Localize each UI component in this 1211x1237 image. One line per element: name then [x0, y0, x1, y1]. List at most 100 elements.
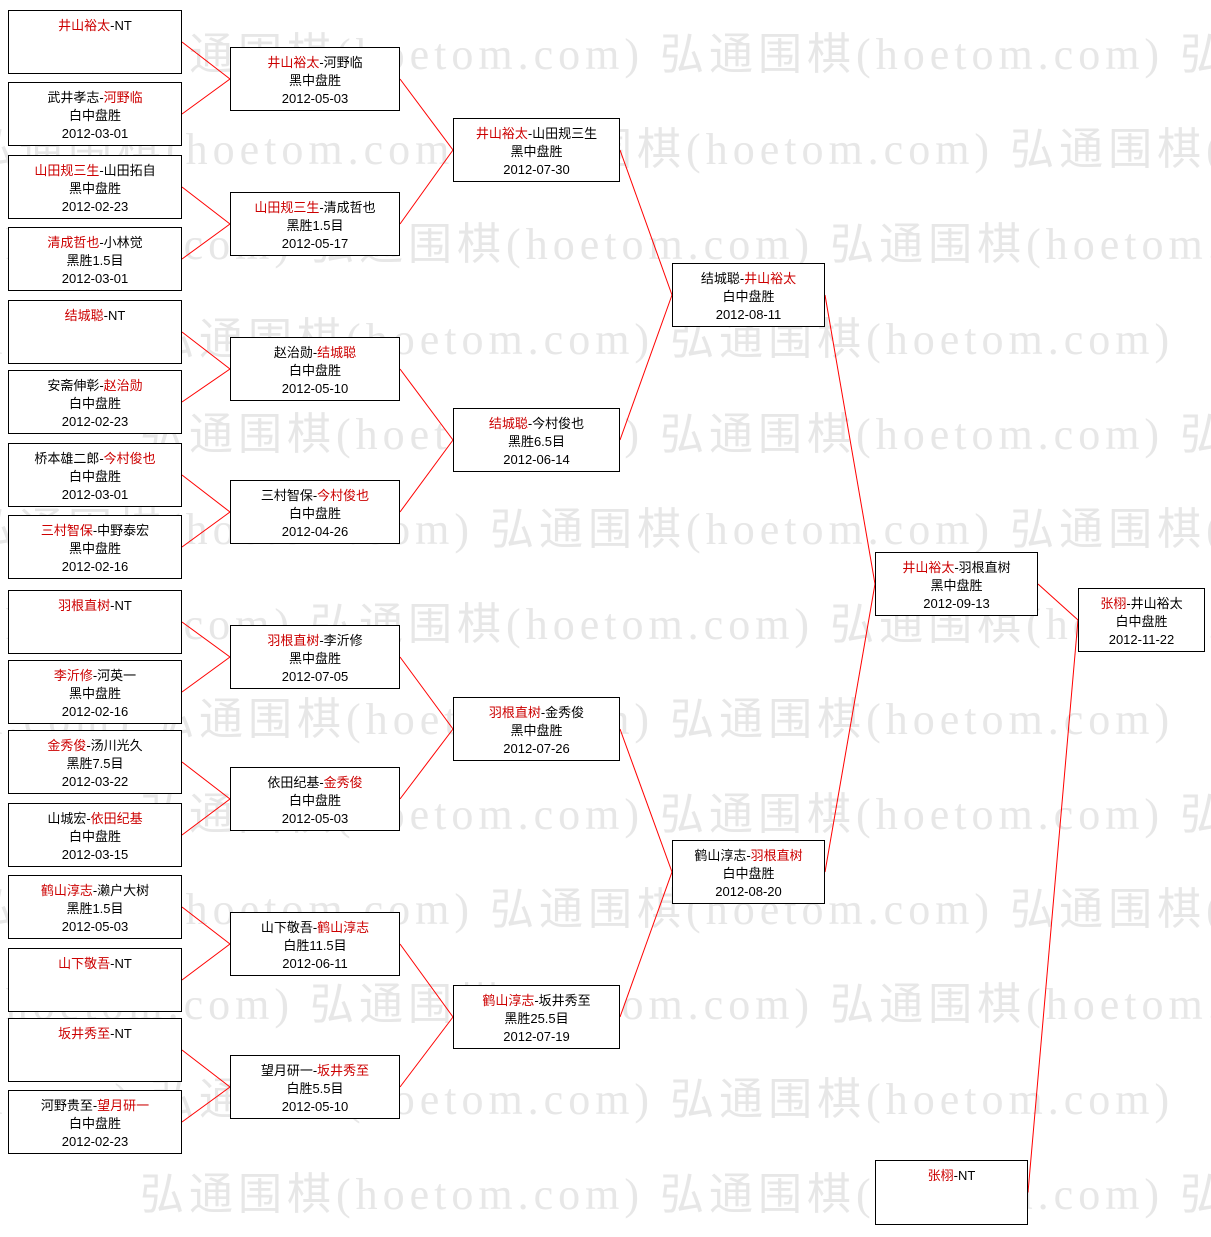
match-result: 白胜5.5目	[286, 1081, 344, 1096]
name-separator: -	[540, 705, 546, 720]
winner-name: 山田规三生	[34, 163, 100, 178]
winner-name: 坂井秀至	[58, 1026, 111, 1041]
player-name: 三村智保	[260, 488, 313, 503]
name-separator: -	[110, 956, 115, 971]
match-players: 羽根直树-李沂修	[231, 632, 399, 650]
match-players: 井山裕太-NT	[9, 17, 181, 35]
winner-name: 结城聪	[317, 345, 357, 360]
winner-name: 张栩	[1100, 596, 1127, 611]
match-result: 白中盘胜	[68, 396, 121, 411]
player-name: 安斋伸彰	[47, 378, 100, 393]
match-date: 2012-03-22	[61, 774, 129, 789]
match-players: 安斋伸彰-赵治勋	[9, 377, 181, 395]
match-date: 2012-06-11	[282, 956, 348, 971]
winner-name: 山下敬吾	[58, 956, 111, 971]
match-date: 2012-07-19	[503, 1029, 570, 1044]
match-result: 白中盘胜	[68, 108, 121, 123]
player-name: 清成哲也	[323, 200, 376, 215]
name-separator: -	[954, 560, 959, 575]
match-players: 清成哲也-小林觉	[9, 234, 181, 252]
match-players: 张栩-井山裕太	[1079, 595, 1204, 613]
winner-name: 井山裕太	[744, 271, 797, 286]
player-name: 汤川光久	[90, 738, 143, 753]
name-separator: -	[92, 1098, 98, 1113]
winner-name: 羽根直树	[267, 633, 320, 648]
match-date: 2012-03-01	[61, 487, 129, 502]
player-name: NT	[114, 1026, 132, 1041]
match-result: 白中盘胜	[722, 289, 775, 304]
player-name: 山田规三生	[532, 126, 598, 141]
match-date: 2012-08-11	[715, 307, 782, 322]
match-date: 2012-05-10	[281, 1099, 349, 1114]
name-separator: -	[312, 920, 318, 935]
winner-name: 望月研一	[97, 1098, 150, 1113]
player-name: 今村俊也	[532, 416, 585, 431]
winner-name: 羽根直树	[750, 848, 803, 863]
match-result: 白胜11.5目	[283, 938, 347, 953]
match-result: 黑胜6.5目	[507, 434, 566, 449]
winner-name: 张栩	[927, 1168, 954, 1183]
match-box-round1-15: 坂井秀至-NT	[8, 1018, 182, 1082]
player-name: 望月研一	[260, 1063, 313, 1078]
match-players: 鹤山淳志-濑户大树	[9, 882, 181, 900]
match-date: 2012-05-03	[281, 91, 349, 106]
match-players: 武井孝志-河野临	[9, 89, 181, 107]
match-result: 白中盘胜	[68, 469, 121, 484]
player-name: NT	[114, 18, 132, 33]
winner-name: 李沂修	[53, 668, 93, 683]
player-name: 桥本雄二郎	[34, 451, 100, 466]
match-result: 白中盘胜	[68, 1116, 121, 1131]
match-players: 李沂修-河英一	[9, 667, 181, 685]
name-separator: -	[86, 811, 91, 826]
match-box-round1-1: 井山裕太-NT	[8, 10, 182, 74]
name-separator: -	[99, 451, 104, 466]
player-name: 坂井秀至	[538, 993, 591, 1008]
winner-name: 结城聪	[488, 416, 528, 431]
winner-name: 金秀俊	[47, 738, 87, 753]
match-players: 鹤山淳志-羽根直树	[673, 847, 824, 865]
name-separator: -	[99, 378, 104, 393]
winner-name: 清成哲也	[47, 235, 100, 250]
match-date: 2012-05-03	[61, 919, 129, 934]
match-date: 2012-02-16	[61, 704, 129, 719]
winner-name: 井山裕太	[58, 18, 111, 33]
match-result: 白中盘胜	[288, 793, 341, 808]
name-separator: -	[110, 598, 115, 613]
match-result: 黑中盘胜	[510, 144, 563, 159]
winner-name: 井山裕太	[475, 126, 528, 141]
player-name: 井山裕太	[1130, 596, 1183, 611]
name-separator: -	[319, 775, 324, 790]
winner-name: 三村智保	[40, 523, 93, 538]
name-separator: -	[1126, 596, 1131, 611]
match-date: 2012-07-30	[503, 162, 570, 177]
player-name: 鹤山淳志	[694, 848, 747, 863]
match-date: 2012-05-03	[281, 811, 349, 826]
player-name: 赵治勋	[273, 345, 313, 360]
winner-name: 河野临	[103, 90, 143, 105]
title-holder-box: 张栩-NT	[875, 1160, 1028, 1225]
name-separator: -	[746, 848, 751, 863]
match-date: 2012-06-14	[503, 452, 570, 467]
name-separator: -	[319, 200, 324, 215]
match-players: 金秀俊-汤川光久	[9, 737, 181, 755]
match-result: 黑胜1.5目	[66, 901, 124, 916]
name-separator: -	[534, 993, 539, 1008]
player-name: 小林觉	[103, 235, 143, 250]
match-players: 羽根直树-NT	[9, 597, 181, 615]
player-name: NT	[958, 1168, 976, 1183]
match-result: 黑中盘胜	[68, 181, 121, 196]
match-result: 黑中盘胜	[510, 723, 563, 738]
player-name: NT	[114, 956, 132, 971]
player-name: NT	[108, 308, 126, 323]
winner-name: 依田纪基	[90, 811, 143, 826]
winner-name: 鹤山淳志	[482, 993, 535, 1008]
